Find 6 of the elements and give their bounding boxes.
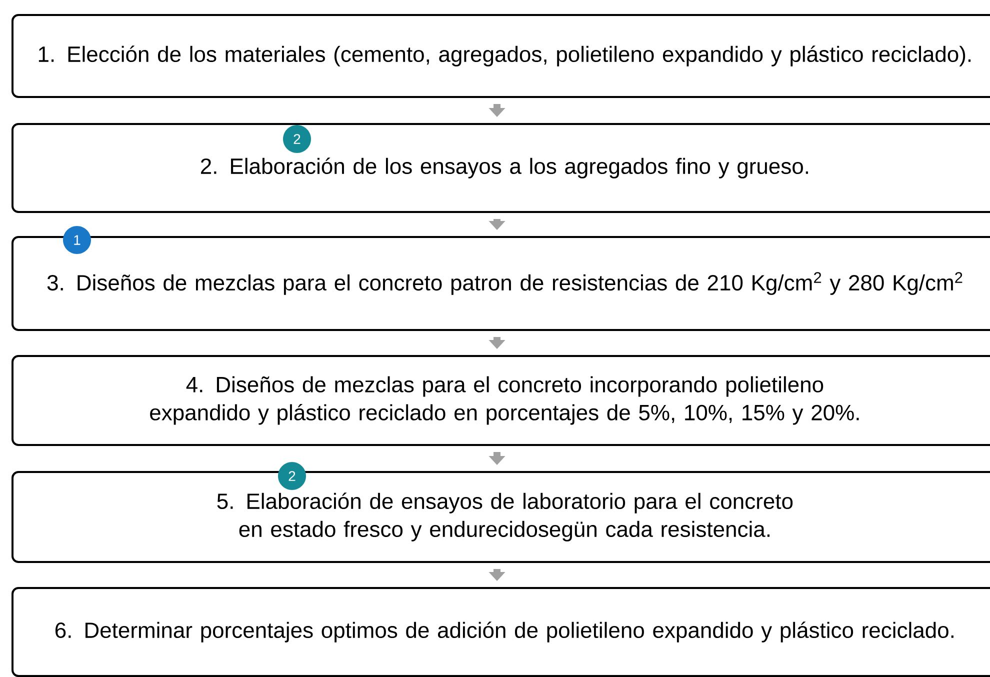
callout-number: 1 xyxy=(63,226,91,254)
process-box: 6. Determinar porcentajes optimos de adición de polietileno expandido y plástico reciclado. xyxy=(12,587,990,677)
process-box: 4. Diseños de mezclas para el concreto incorporando polietileno expandido y plástico reciclado en porcentajes de 5%, 10%, 15% y 20%. xyxy=(12,355,990,446)
process-box: 1. Elección de los materiales (cemento, agregados, polietileno expandido y plástico reciclado). xyxy=(12,14,990,98)
callout-number: 2 xyxy=(283,125,311,153)
callout-number: 2 xyxy=(278,462,306,490)
